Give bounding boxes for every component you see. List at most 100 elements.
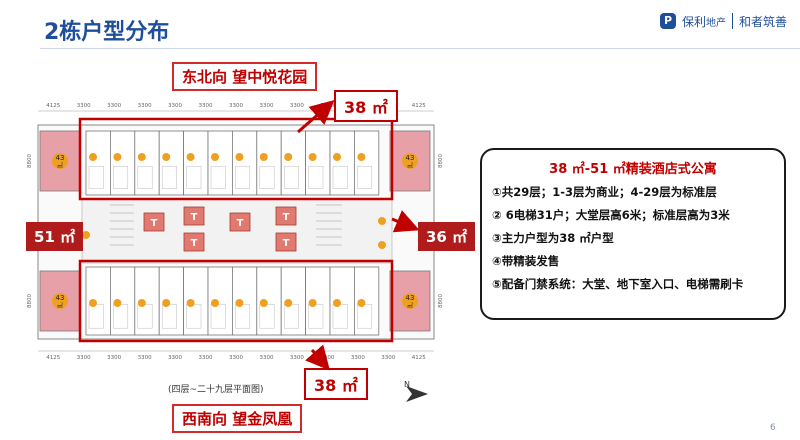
dimension-top: 3300 bbox=[259, 103, 273, 109]
dimension-right: 8800 bbox=[438, 294, 444, 308]
unit-bathroom bbox=[332, 165, 348, 189]
elevator-label: T bbox=[237, 218, 244, 229]
unit-north bbox=[134, 130, 160, 196]
poly-logo-icon: P bbox=[660, 13, 676, 29]
unit-marker bbox=[308, 153, 317, 161]
unit-bathroom bbox=[283, 165, 299, 189]
north-arrow-icon bbox=[406, 386, 428, 402]
unit-marker bbox=[186, 299, 195, 307]
dimension-top: 3300 bbox=[107, 103, 121, 109]
arrow-bottom bbox=[305, 344, 330, 371]
unit-marker bbox=[82, 231, 90, 239]
unit-marker bbox=[357, 153, 366, 161]
unit-marker bbox=[402, 293, 418, 309]
south-units-highlight bbox=[78, 259, 394, 343]
unit-marker bbox=[162, 299, 171, 307]
elevator-core bbox=[183, 232, 205, 252]
corner-unit-unit-label: ㎡ bbox=[407, 162, 413, 170]
compass-label: N bbox=[404, 380, 410, 389]
brand-logo: P 保利地产 和者筑善 bbox=[660, 10, 787, 32]
info-item: ② 6电梯31户；大堂层高6米；标准层高为3米 bbox=[492, 208, 730, 222]
arrow-right bbox=[391, 210, 420, 233]
elevator-core bbox=[275, 232, 297, 252]
dimension-top: 3300 bbox=[199, 103, 213, 109]
dimension-bottom: 3300 bbox=[168, 355, 182, 361]
unit-marker bbox=[211, 299, 219, 307]
dimension-bottom: 4125 bbox=[46, 355, 60, 361]
unit-marker bbox=[333, 299, 341, 307]
info-item: ④带精装发售 bbox=[492, 254, 560, 268]
unit-bathroom bbox=[210, 165, 226, 189]
unit-marker bbox=[333, 153, 341, 161]
unit-north bbox=[353, 130, 380, 196]
area-callout-right: 36 ㎡ bbox=[418, 222, 476, 251]
unit-north bbox=[280, 130, 306, 196]
unit-north bbox=[256, 130, 282, 196]
unit-bathroom bbox=[308, 165, 324, 189]
unit-marker bbox=[357, 299, 366, 307]
arrow-top bbox=[297, 100, 335, 134]
unit-north bbox=[158, 130, 184, 196]
unit-marker bbox=[284, 299, 293, 307]
dimension-top: 4125 bbox=[46, 103, 60, 109]
dimension-top: 3300 bbox=[290, 103, 304, 109]
dimension-bottom: 3300 bbox=[77, 355, 91, 361]
unit-marker bbox=[259, 299, 268, 307]
elevator-core bbox=[229, 212, 251, 232]
unit-marker bbox=[162, 153, 171, 161]
page-number: 6 bbox=[770, 423, 776, 433]
area-callout-top: 38 ㎡ bbox=[334, 90, 398, 122]
unit-marker bbox=[186, 153, 195, 161]
brand-divider bbox=[732, 13, 734, 29]
unit-marker bbox=[52, 153, 68, 169]
elevator-label: T bbox=[283, 238, 290, 249]
dimension-bottom: 3300 bbox=[259, 355, 273, 361]
unit-marker bbox=[402, 153, 418, 169]
dimension-bottom: 3300 bbox=[351, 355, 365, 361]
plan-dimensions: 4125 3300 3300 3300 3300 3300 3300 3300 3300 3300… bbox=[27, 103, 444, 361]
corner-unit-unit-label: ㎡ bbox=[407, 302, 413, 310]
corner-unit-area-label: 43 bbox=[56, 294, 65, 302]
unit-marker bbox=[284, 153, 293, 161]
dimension-top: 3300 bbox=[229, 103, 243, 109]
dimension-right: 8800 bbox=[438, 154, 444, 168]
unit-north bbox=[183, 130, 209, 196]
area-callout-left: 51 ㎡ bbox=[26, 222, 84, 251]
dimension-left: 8800 bbox=[27, 294, 33, 308]
unit-marker bbox=[89, 153, 97, 161]
dimension-top: 3300 bbox=[138, 103, 152, 109]
corner-unit-unit-label: ㎡ bbox=[57, 302, 63, 310]
elevator-core bbox=[143, 212, 165, 232]
unit-bathroom bbox=[88, 165, 104, 189]
plan-caption: (四层~二十九层平面图) bbox=[168, 385, 264, 395]
unit-marker bbox=[52, 293, 68, 309]
dimension-bottom: 3300 bbox=[138, 355, 152, 361]
unit-north bbox=[231, 130, 258, 196]
dimension-top: 4125 bbox=[412, 103, 426, 109]
unit-bathroom bbox=[357, 165, 373, 189]
elevator-label: T bbox=[151, 218, 158, 229]
unit-marker bbox=[113, 299, 122, 307]
dimension-bottom: 3300 bbox=[199, 355, 213, 361]
unit-marker bbox=[137, 299, 146, 307]
dimension-top: 3300 bbox=[168, 103, 182, 109]
brand-name: 保利地产 bbox=[682, 14, 727, 29]
info-panel: 38 ㎡-51 ㎡精装酒店式公寓 ①共29层；1-3层为商业；4-29层为标准层… bbox=[480, 148, 786, 320]
corner-unit-area-label: 43 bbox=[406, 294, 415, 302]
unit-south bbox=[183, 266, 209, 336]
unit-marker bbox=[137, 153, 146, 161]
unit-bathroom bbox=[137, 165, 153, 189]
unit-marker bbox=[235, 153, 244, 161]
page-title: 2栋户型分布 bbox=[44, 20, 170, 45]
unit-marker bbox=[308, 299, 317, 307]
unit-marker bbox=[259, 153, 268, 161]
corner-unit-area-label: 43 bbox=[56, 154, 65, 162]
dimension-bottom: 3300 bbox=[107, 355, 121, 361]
elevator-core bbox=[275, 206, 297, 226]
unit-marker bbox=[89, 299, 97, 307]
brand-slogan: 和者筑善 bbox=[739, 14, 788, 29]
dimension-top: 3300 bbox=[77, 103, 91, 109]
info-item: ⑤配备门禁系统：大堂、地下室入口、电梯需刷卡 bbox=[492, 277, 744, 291]
info-title: 38 ㎡-51 ㎡精装酒店式公寓 bbox=[549, 162, 717, 177]
